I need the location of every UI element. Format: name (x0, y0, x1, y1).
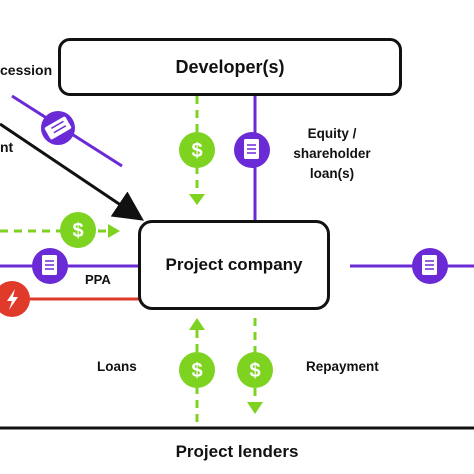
project-lenders-label: Project lenders (175, 442, 299, 461)
loans-dollar-coin-icon: $ (179, 352, 215, 388)
ppa-document-icon (32, 248, 68, 284)
ppa-money-arrowhead (108, 224, 120, 238)
developer-label: Developer(s) (175, 56, 285, 77)
loans-label: Loans (97, 359, 137, 374)
equity-dollar-coin-icon: $ (179, 132, 215, 168)
repayment-label: Repayment (306, 359, 379, 374)
right-document-icon (412, 248, 448, 284)
developer-node: Developer(s) (58, 38, 402, 96)
svg-text:$: $ (191, 140, 202, 162)
equity-label: Equity / shareholder loan(s) (293, 126, 371, 181)
repayment-arrowhead (247, 402, 263, 414)
ppa-dollar-coin-icon: $ (60, 212, 96, 248)
government-arrow (0, 122, 144, 221)
loans-arrowhead (189, 318, 205, 330)
equity-money-arrowhead (189, 194, 205, 205)
project-company-node: Project company (138, 220, 330, 310)
svg-text:$: $ (249, 360, 260, 382)
svg-text:$: $ (191, 360, 202, 382)
equity-document-icon (234, 132, 270, 168)
ppa-label: PPA (85, 272, 111, 287)
project-company-label: Project company (165, 255, 303, 274)
government-label: nt (0, 139, 14, 155)
svg-text:$: $ (72, 220, 83, 242)
power-lightning-icon (0, 281, 30, 317)
concession-label: cession (0, 61, 53, 79)
project-lenders-node: Project lenders (0, 430, 474, 474)
repayment-dollar-coin-icon: $ (237, 352, 273, 388)
concession-ticket-icon (41, 111, 75, 145)
